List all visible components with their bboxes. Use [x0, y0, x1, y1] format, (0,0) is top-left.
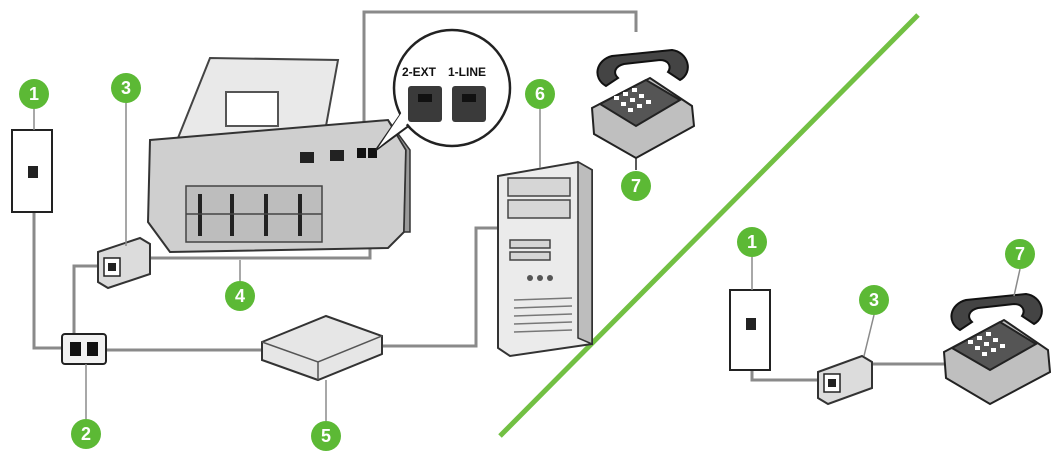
svg-text:5: 5: [321, 426, 331, 446]
svg-text:1: 1: [747, 232, 757, 252]
svg-text:4: 4: [235, 286, 245, 306]
computer-tower: [497, 160, 593, 358]
callout-1-right: 1: [737, 227, 767, 290]
svg-text:1: 1: [29, 84, 39, 104]
svg-text:6: 6: [535, 84, 545, 104]
callout-6: 6: [525, 79, 555, 168]
svg-text:7: 7: [1015, 244, 1025, 264]
svg-text:7: 7: [631, 176, 641, 196]
callout-7-left: 7: [621, 171, 651, 201]
callout-2: 2: [71, 364, 101, 449]
wall-jack-right: [729, 289, 771, 371]
dsl-modem: [261, 314, 383, 382]
port-label-ext: 2-EXT: [402, 65, 437, 79]
callout-1-left: 1: [19, 79, 49, 130]
svg-text:2: 2: [81, 424, 91, 444]
callout-5: 5: [311, 380, 341, 451]
svg-text:3: 3: [121, 78, 131, 98]
svg-text:3: 3: [869, 290, 879, 310]
telephone-right: [942, 292, 1052, 406]
port-zoom-callout: 2-EXT 1-LINE: [375, 28, 512, 151]
port-label-line: 1-LINE: [448, 65, 486, 79]
callout-3-right: 3: [859, 285, 889, 357]
printer: [146, 56, 411, 254]
callout-4: 4: [225, 260, 255, 311]
parallel-splitter: [61, 333, 107, 365]
wall-jack-left: [11, 129, 53, 213]
callout-3-left: 3: [111, 73, 141, 246]
dsl-filter-right: [817, 354, 873, 406]
divider-line: [498, 13, 920, 438]
callout-7-right: 7: [1005, 239, 1035, 297]
dsl-filter-left: [97, 236, 151, 290]
telephone-left: [590, 48, 696, 170]
